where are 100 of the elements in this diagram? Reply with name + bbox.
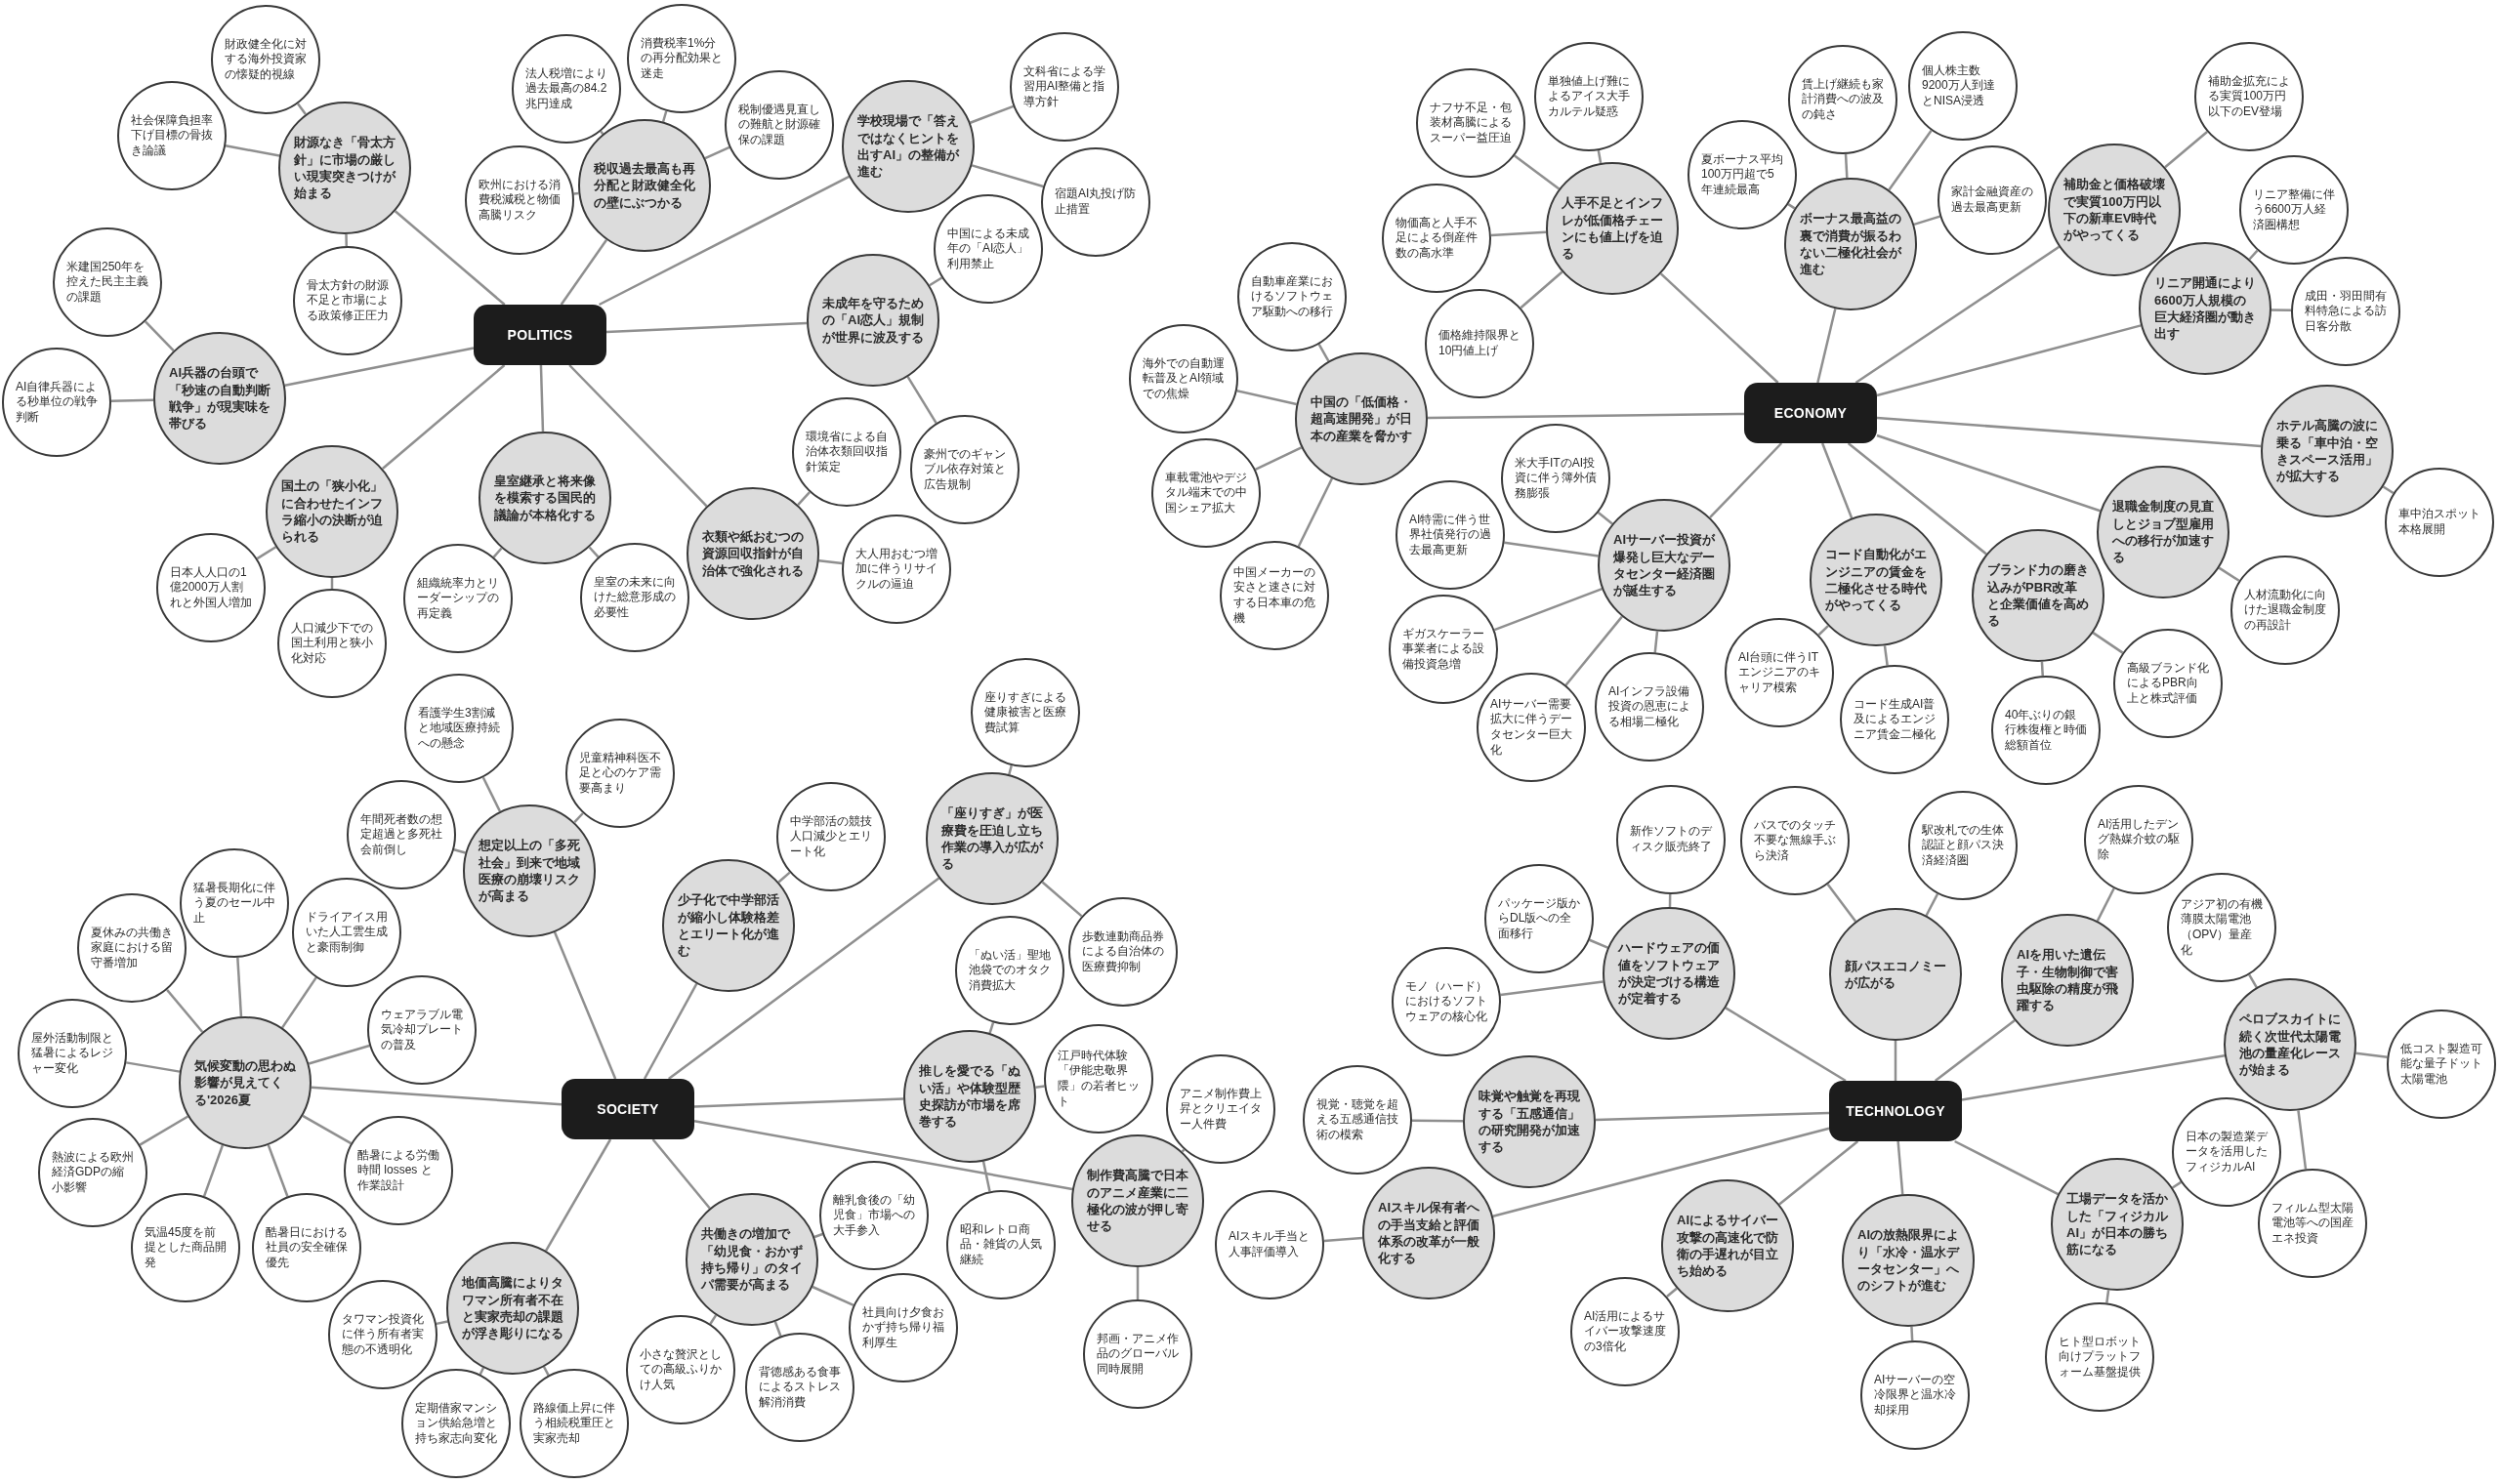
connector-line <box>605 321 808 334</box>
subtopic-node: 価格維持限界と10円値上げ <box>1425 289 1534 398</box>
topic-node: 退職金制度の見直しとジョブ型雇用への移行が加速する <box>2097 466 2229 598</box>
connector-line <box>2092 632 2124 654</box>
subtopic-node: 邦画・アニメ作品のグローバル同時展開 <box>1083 1299 1192 1409</box>
subtopic-node: AI活用によるサイバー攻撃速度の3倍化 <box>1570 1277 1680 1386</box>
connector-line <box>394 210 506 306</box>
connector-line <box>1035 1085 1045 1090</box>
subtopic-node: 夏休みの共働き家庭における留守番増加 <box>77 893 187 1003</box>
connector-line <box>2040 661 2044 677</box>
subtopic-node: 大人用おむつ増加に伴うリサイクルの逼迫 <box>842 515 951 624</box>
connector-line <box>1181 1148 1186 1153</box>
subtopic-node: AI台頭に伴うITエンジニアのキャリア模索 <box>1725 618 1834 727</box>
connector-line <box>1821 442 1854 519</box>
subtopic-node: 高級ブランド化によるPBR向上と株式評価 <box>2113 629 2223 738</box>
subtopic-node: AIサーバー需要拡大に伴うデータセンター巨大化 <box>1477 673 1586 782</box>
subtopic-node: 路線価上昇に伴う相続税重圧と実家売却 <box>520 1369 629 1478</box>
topic-node: 顔パスエコノミーが広がる <box>1829 908 1962 1041</box>
connector-line <box>345 233 348 247</box>
subtopic-node: 日本人人口の1億2000万人割れと外国人増加 <box>156 533 266 642</box>
subtopic-node: 駅改札での生体認証と顔パス決済経済圏 <box>1908 791 2018 900</box>
subtopic-node: 賃上げ継続も家計消費への波及の鈍さ <box>1788 45 1897 154</box>
connector-line <box>1653 631 1659 653</box>
connector-line <box>539 364 545 433</box>
subtopic-node: 屋外活動制限と猛暑によるレジャー変化 <box>18 999 127 1108</box>
connector-line <box>599 175 851 307</box>
subtopic-node: 車載電池やデジタル端末での中国シェア拡大 <box>1151 438 1261 548</box>
subtopic-node: 昭和レトロ商品・雑貨の人気継続 <box>946 1190 1056 1299</box>
connector-line <box>2297 1110 2308 1170</box>
subtopic-node: 欧州における消費税減税と物価高騰リスク <box>465 145 574 255</box>
subtopic-node: 猛暑長期化に伴う夏のセール中止 <box>180 848 289 958</box>
connector-line <box>1888 129 1933 191</box>
topic-node: 中国の「低価格・超高速開発」が日本の産業を脅かす <box>1295 352 1428 485</box>
connector-line <box>1493 588 1603 632</box>
subtopic-node: 中学部活の競技人口減少とエリート化 <box>776 782 886 891</box>
connector-line <box>1910 1326 1914 1341</box>
subtopic-node: 米建国250年を控えた民主主義の課題 <box>53 227 162 337</box>
subtopic-node: 歩数連動商品券による自治体の医療費抑制 <box>1068 897 1178 1007</box>
subtopic-node: 海外での自動運転普及とAI領域での焦燥 <box>1129 324 1238 433</box>
connector-line <box>1317 344 1330 362</box>
topic-node: 皇室継承と将来像を模索する国民的議論が本格化する <box>479 432 611 564</box>
subtopic-node: 離乳食後の「幼児食」市場への大手参入 <box>819 1161 929 1270</box>
topic-node: AIによるサイバー攻撃の高速化で防衛の手遅れが目立ち始める <box>1661 1179 1794 1312</box>
topic-node: 想定以上の「多死社会」到来で地域医療の崩壊リスクが高まる <box>463 804 596 937</box>
topic-node: AIの放熱限界により「水冷・温水データセンター」へのシフトが進む <box>1842 1194 1975 1327</box>
connector-line <box>1589 938 1608 949</box>
subtopic-node: 江戸時代体験「伊能忠敬界隈」の若者ヒット <box>1044 1024 1153 1134</box>
topic-node: 推しを愛でる「ぬい活」や体験型歴史探訪が市場を席巻する <box>903 1030 1036 1163</box>
subtopic-node: AIサーバーの空冷限界と温水冷却採用 <box>1860 1340 1970 1450</box>
connector-line <box>1894 1041 1897 1081</box>
subtopic-node: 看護学生3割減と地域医療持続への懸念 <box>404 674 514 783</box>
subtopic-node: ヒト型ロボット向けプラットフォーム基盤提供 <box>2045 1302 2154 1412</box>
topic-node: 税収過去最高も再分配と財政健全化の壁にぶつかる <box>578 119 711 252</box>
subtopic-node: 酷暑日における社員の安全確保優先 <box>252 1193 361 1302</box>
connector-line <box>1597 512 1613 525</box>
connector-line <box>981 1161 991 1192</box>
connector-line <box>693 1097 904 1108</box>
subtopic-node: AI特需に伴う世界社債発行の過去最高更新 <box>1396 480 1505 590</box>
connector-line <box>970 104 1015 124</box>
subtopic-node: 宿題AI丸投げ防止措置 <box>1041 147 1150 257</box>
connector-line <box>492 547 503 558</box>
connector-line <box>1255 446 1303 471</box>
connector-line <box>668 877 940 1080</box>
connector-line <box>1876 416 2262 448</box>
connector-line <box>1514 154 1561 190</box>
connector-line <box>818 559 843 565</box>
connector-line <box>1666 1287 1678 1298</box>
connector-line <box>1954 1139 2059 1196</box>
connector-line <box>1876 433 2101 513</box>
connector-line <box>1595 1111 1830 1122</box>
subtopic-node: 小さな贅沢としての高級ふりかけ人気 <box>626 1315 735 1424</box>
topic-node: リニア開通により6600万人規模の巨大経済圏が動き出す <box>2139 242 2271 375</box>
connector-line <box>1564 615 1623 686</box>
connector-line <box>311 1086 562 1106</box>
topic-node: コード自動化がエンジニアの賃金を二極化させる時代がやってくる <box>1810 514 1942 646</box>
connector-line <box>139 1115 189 1146</box>
topic-node: 味覚や触覚を再現する「五感通信」の研究開発が加速する <box>1463 1055 1596 1188</box>
connector-line <box>166 989 204 1033</box>
subtopic-node: 中国による未成年の「AI恋人」利用禁止 <box>934 194 1043 304</box>
connector-line <box>812 1285 854 1307</box>
subtopic-node: 社会保障負担率下げ目標の骨抜き論議 <box>117 81 227 190</box>
connector-line <box>2248 249 2259 261</box>
connector-line <box>777 871 791 884</box>
subtopic-node: 家計金融資産の過去最高更新 <box>1938 145 2047 255</box>
topic-node: 人手不足とインフレが低価格チェーンにも値上げを迫る <box>1546 162 1679 295</box>
connector-line <box>797 491 811 506</box>
connector-line <box>2096 887 2115 922</box>
topic-node: 気候変動の思わぬ影響が見えてくる'2026夏 <box>179 1016 312 1149</box>
connector-line <box>1961 1054 2226 1101</box>
topic-node: 少子化で中学部活が縮小し体験格差とエリート化が進む <box>662 859 795 992</box>
topic-node: AI兵器の台頭で「秒速の自動判断戦争」が現実味を帯びる <box>153 332 286 465</box>
topic-node: ホテル高騰の波に乗る「車中泊・空きスペース活用」が拡大する <box>2261 385 2394 517</box>
connector-line <box>2382 485 2395 495</box>
connector-line <box>1778 1140 1859 1206</box>
subtopic-node: 車中泊スポット本格展開 <box>2385 468 2494 577</box>
connector-line <box>1896 1140 1904 1195</box>
subtopic-node: モノ（ハード）におけるソフトウェアの核心化 <box>1392 947 1501 1056</box>
category-node: POLITICS <box>474 305 606 365</box>
topic-node: ハードウェアの価値をソフトウェアが決定づける構造が定着する <box>1603 907 1735 1040</box>
connector-line <box>302 1114 353 1145</box>
